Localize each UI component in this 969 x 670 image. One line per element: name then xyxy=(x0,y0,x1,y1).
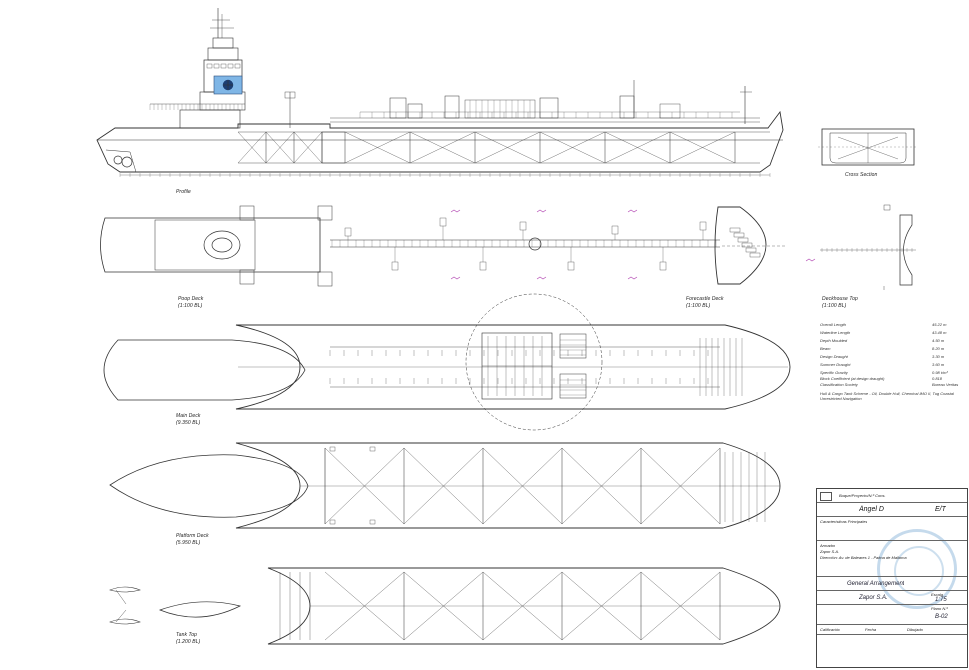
profile-view xyxy=(96,8,784,177)
characteristics-row: Características Principales xyxy=(817,516,967,540)
drawing-title-row: General Arrangement xyxy=(817,576,967,590)
detail-circle xyxy=(465,293,603,431)
main-deck-view xyxy=(103,293,791,431)
drawing-number-label: Plano N.º xyxy=(931,606,948,611)
scale-value: 1:75 xyxy=(935,597,947,603)
title-block-header: Buque/Proyecto/N.º Cons. xyxy=(817,489,967,502)
level-mark xyxy=(450,276,461,280)
poop-deck-view-label: Poop Deck(1:100 BL) xyxy=(178,296,204,309)
footer-mid: Fecha xyxy=(865,627,877,632)
main-deck-view-label: Main Deck(9.350 BL) xyxy=(176,413,201,426)
level-mark xyxy=(805,258,816,262)
level-mark xyxy=(627,209,638,213)
owner-row: Armador Zapor S.A. Dirección: Av. de Bal… xyxy=(817,540,967,576)
characteristics-label: Características Principales xyxy=(820,519,868,524)
poop-forecastle-deck-view xyxy=(100,205,816,287)
cross-section-view xyxy=(818,128,918,166)
drawing-title: General Arrangement xyxy=(847,581,905,587)
title-block: Buque/Proyecto/N.º Cons. Ángel D E/T Car… xyxy=(816,488,968,668)
deckhouse-top-view-label: Deckhouse Top(1:100 BL) xyxy=(822,296,858,309)
hull-note: Hull & Cargo Tank Scheme - Oil, Double H… xyxy=(820,391,954,401)
level-mark xyxy=(627,276,638,280)
revision-table xyxy=(817,634,967,667)
vessel-name: Ángel D xyxy=(859,506,884,513)
profile-view-label: Profile xyxy=(176,189,191,195)
header-left-text: Buque/Proyecto/N.º Cons. xyxy=(839,493,886,498)
vessel-row: Ángel D E/T xyxy=(817,502,967,516)
drawing-number: B-02 xyxy=(935,614,948,620)
scale-label: Escala xyxy=(931,592,944,597)
drawing-number-row: Plano N.º B-02 xyxy=(817,604,967,624)
company-name: Zapor S.A. xyxy=(859,595,888,601)
footer-row: Calificación Fecha Dibujado xyxy=(817,624,967,634)
company-row: Zapor S.A. Escala 1:75 xyxy=(817,590,967,604)
cross-section-view-label: Cross Section xyxy=(845,172,878,178)
spec-row: Block Coefficient (at design draught)0.8… xyxy=(820,376,943,381)
level-mark xyxy=(536,276,547,280)
footer-left: Calificación xyxy=(820,627,841,632)
level-mark xyxy=(536,209,547,213)
watermark-seal-icon xyxy=(877,529,957,609)
owner-address: Dirección: Av. de Baleares 1 - Palma de … xyxy=(820,555,907,560)
tank-top-view xyxy=(109,567,781,645)
tank-top-view-label: Tank Top(1.200 BL) xyxy=(176,632,201,645)
owner-label: Armador xyxy=(820,543,836,548)
forecastle-deck-view-label: Forecastle Deck(1:100 BL) xyxy=(686,296,724,309)
logo-icon xyxy=(820,492,832,501)
vessel-type: E/T xyxy=(935,506,946,513)
level-mark xyxy=(450,209,461,213)
owner-name: Zapor S.A. xyxy=(820,549,840,554)
platform-deck-view xyxy=(109,442,781,529)
footer-right: Dibujado xyxy=(907,627,923,632)
deckhouse-top-view xyxy=(820,204,916,290)
platform-deck-view-label: Platform Deck(5.950 BL) xyxy=(176,533,209,546)
